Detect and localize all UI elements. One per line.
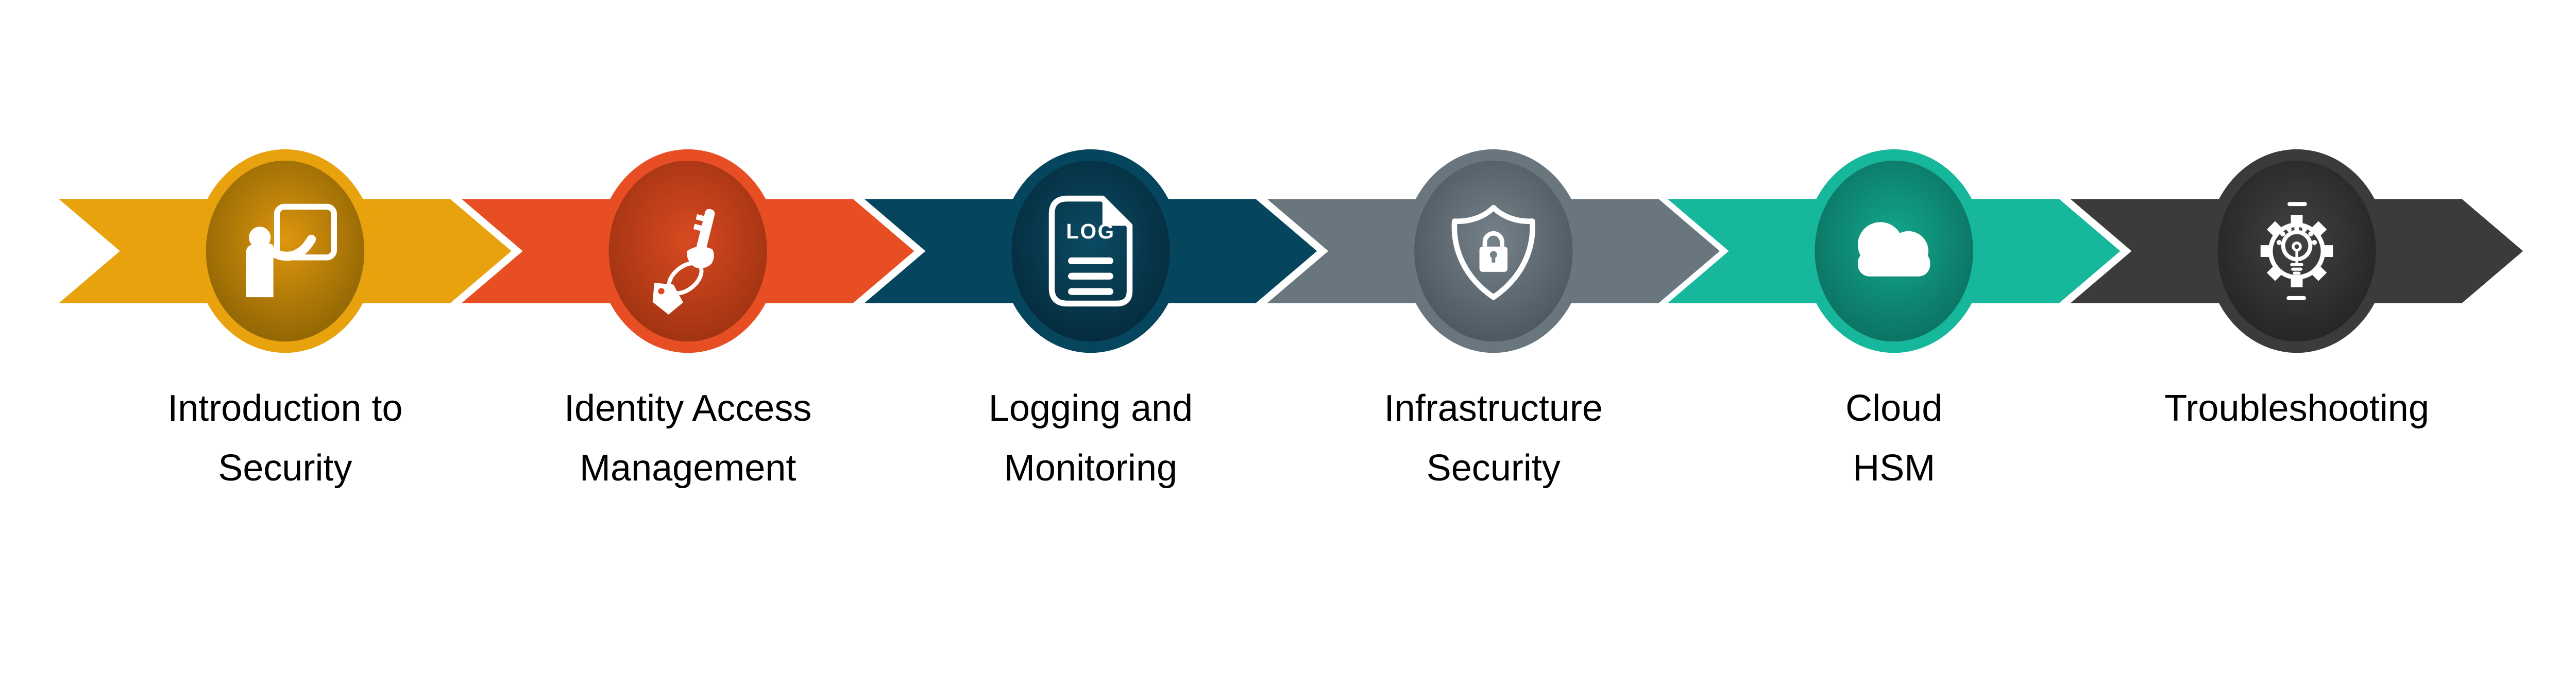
process-step: Infrastructure Security [1267,149,1720,489]
tag-hole [658,288,665,295]
step-label-line2: Security [1427,448,1561,489]
step-circle-inner [206,160,365,342]
keyhole [1489,251,1497,259]
process-flow-svg: Introduction to Security Identity Access… [59,149,2523,489]
step-label-line1: Cloud [1845,388,1942,429]
step-label-line2: Monitoring [1004,448,1177,489]
step-label-line1: Troubleshooting [2164,388,2429,429]
step-label-line1: Introduction to [167,388,402,429]
step-label-line2: HSM [1853,448,1935,489]
process-step: Introduction to Security [59,149,512,489]
step-label-line2: Security [218,448,352,489]
shield-lock-icon [1451,204,1535,300]
cloud-icon [1857,222,1930,277]
gear-lightbulb-icon [2260,202,2333,300]
process-step: Cloud HSM [1667,149,2121,489]
process-flow-diagram: Introduction to Security Identity Access… [59,149,2523,489]
log-document-icon: LOG [1048,195,1133,307]
log-icon-text: LOG [1066,219,1115,243]
light-rays-dots [2276,226,2317,245]
step-label-line2: Management [580,448,796,489]
process-step: LOG Logging and Monitoring [864,149,1317,489]
process-step: Troubleshooting [2070,149,2523,429]
keyhole-slot [1492,255,1496,263]
process-step: Identity Access Management [462,149,914,489]
presenter-icon [246,203,337,298]
step-label-line1: Logging and [989,388,1193,429]
key-access-icon [652,209,715,315]
step-label-line1: Infrastructure [1384,388,1603,429]
step-label-line1: Identity Access [564,388,811,429]
step-circle-inner [1011,160,1170,342]
